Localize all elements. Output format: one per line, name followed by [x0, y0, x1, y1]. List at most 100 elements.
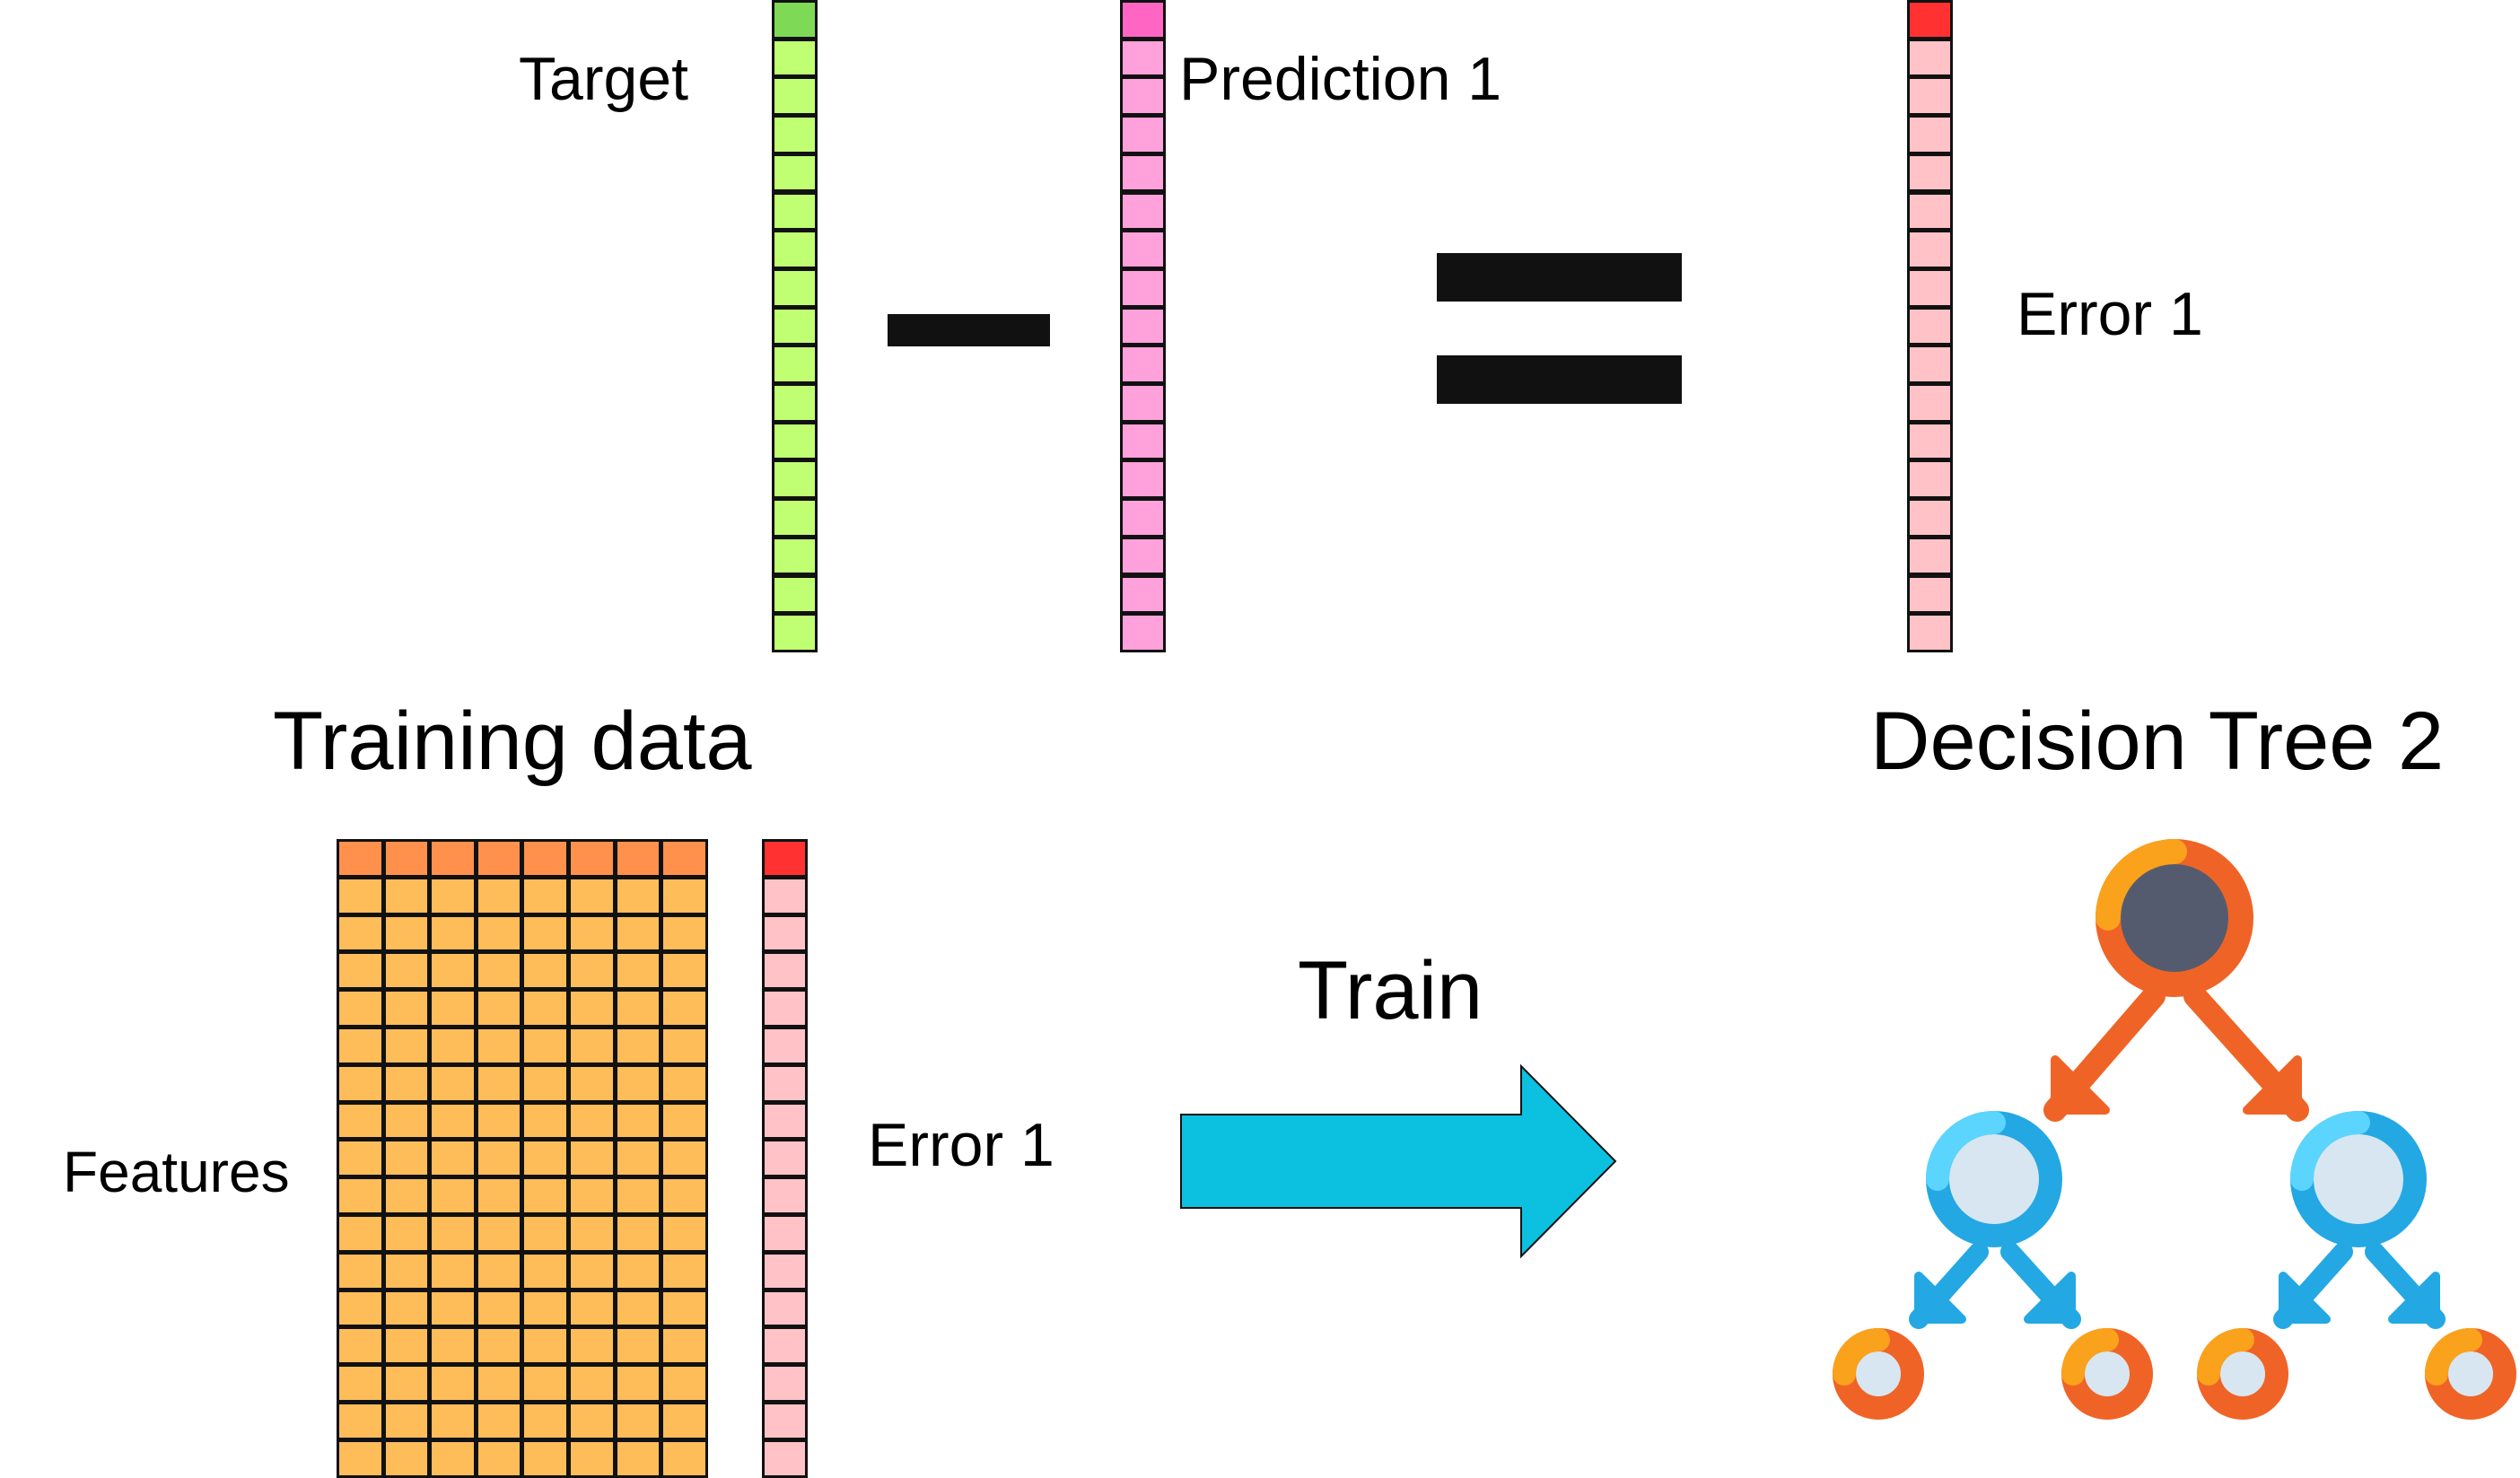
error-cell [1907, 459, 1953, 500]
feature-cell [614, 1139, 662, 1178]
prediction-cell [1120, 536, 1166, 576]
feature-header-cell [382, 839, 431, 878]
prediction-cell [1120, 153, 1166, 193]
feature-cell [337, 1439, 384, 1478]
feature-cell [337, 1063, 384, 1103]
feature-cell [521, 876, 569, 915]
feature-cell [475, 914, 523, 953]
error-cell [1907, 38, 1953, 78]
feature-cell [475, 1063, 523, 1103]
feature-cell [475, 951, 523, 991]
prediction-cell [1120, 613, 1166, 652]
feature-cell [568, 1027, 616, 1065]
feature-cell [661, 1214, 708, 1253]
feature-cell [521, 1176, 569, 1215]
feature-cell [429, 1063, 477, 1103]
feature-cell [337, 1251, 384, 1290]
tree-leaf-node-highlight [2197, 1328, 2254, 1386]
error-cell [762, 876, 808, 915]
decision-tree-icon [1833, 839, 2516, 1420]
target-cell [772, 76, 818, 117]
feature-cell [429, 1251, 477, 1290]
target-cell [772, 574, 818, 615]
prediction-cell [1120, 421, 1166, 461]
error-cell [762, 914, 808, 953]
feature-cell [661, 1101, 708, 1141]
feature-cell [382, 1063, 431, 1103]
prediction-cell [1120, 383, 1166, 423]
equals-sign-bottom-bar [1437, 355, 1682, 404]
feature-cell [661, 876, 708, 915]
feature-cell [475, 1439, 523, 1478]
feature-header-cell [661, 839, 708, 878]
prediction-cell [1120, 574, 1166, 615]
target-cell [772, 230, 818, 269]
feature-cell [382, 1251, 431, 1290]
error-cell [1907, 536, 1953, 576]
error-cell [1907, 267, 1953, 308]
feature-cell [661, 1176, 708, 1215]
feature-cell [614, 914, 662, 953]
error-cell [762, 989, 808, 1028]
prediction-cell [1120, 345, 1166, 384]
error-cell [1907, 306, 1953, 346]
error-top-label: Error 1 [2017, 280, 2203, 348]
feature-cell [661, 1364, 708, 1403]
feature-cell [614, 1251, 662, 1290]
feature-cell [661, 914, 708, 953]
error-cell [1907, 421, 1953, 461]
feature-cell [614, 1176, 662, 1215]
error-cell [762, 1364, 808, 1403]
error-cell [762, 951, 808, 991]
feature-cell [661, 951, 708, 991]
feature-cell [568, 1326, 616, 1366]
error-cell [1907, 383, 1953, 423]
feature-cell [337, 1402, 384, 1440]
feature-cell [521, 989, 569, 1028]
target-cell [772, 383, 818, 423]
feature-cell [382, 1027, 431, 1065]
tree-arrowhead [1914, 1272, 1966, 1324]
tree-arrowhead [2388, 1272, 2440, 1324]
target-cell [772, 536, 818, 576]
feature-cell [661, 1402, 708, 1440]
feature-cell [337, 1101, 384, 1141]
feature-cell [429, 1101, 477, 1141]
error-bottom-label: Error 1 [868, 1111, 1054, 1179]
feature-cell [568, 1214, 616, 1253]
feature-cell [568, 1289, 616, 1328]
feature-cell [568, 1063, 616, 1103]
feature-cell [661, 1289, 708, 1328]
feature-cell [568, 1176, 616, 1215]
feature-cell [661, 1251, 708, 1290]
error-cell [762, 1439, 808, 1478]
feature-cell [382, 1139, 431, 1178]
feature-cell [475, 1214, 523, 1253]
feature-cell [568, 951, 616, 991]
feature-cell [521, 1139, 569, 1178]
prediction-cell [1120, 38, 1166, 78]
feature-cell [521, 1289, 569, 1328]
target-cell [772, 459, 818, 500]
feature-cell [521, 951, 569, 991]
feature-cell [429, 1439, 477, 1478]
target-cell [772, 38, 818, 78]
equals-sign-top-bar [1437, 253, 1682, 302]
decision-tree-title: Decision Tree 2 [1870, 695, 2445, 787]
target-cell [772, 306, 818, 346]
feature-cell [337, 951, 384, 991]
feature-cell [475, 1139, 523, 1178]
feature-cell [475, 876, 523, 915]
feature-cell [614, 876, 662, 915]
prediction-cell [1120, 459, 1166, 500]
feature-header-cell [568, 839, 616, 878]
feature-cell [614, 1326, 662, 1366]
error-cell [762, 1101, 808, 1141]
tree-arrowhead [2024, 1272, 2076, 1324]
tree-branch-node-highlight [1926, 1111, 2006, 1191]
feature-cell [382, 1214, 431, 1253]
target-cell [772, 115, 818, 154]
prediction-cell [1120, 115, 1166, 154]
feature-cell [661, 1139, 708, 1178]
error-cell [1907, 153, 1953, 193]
